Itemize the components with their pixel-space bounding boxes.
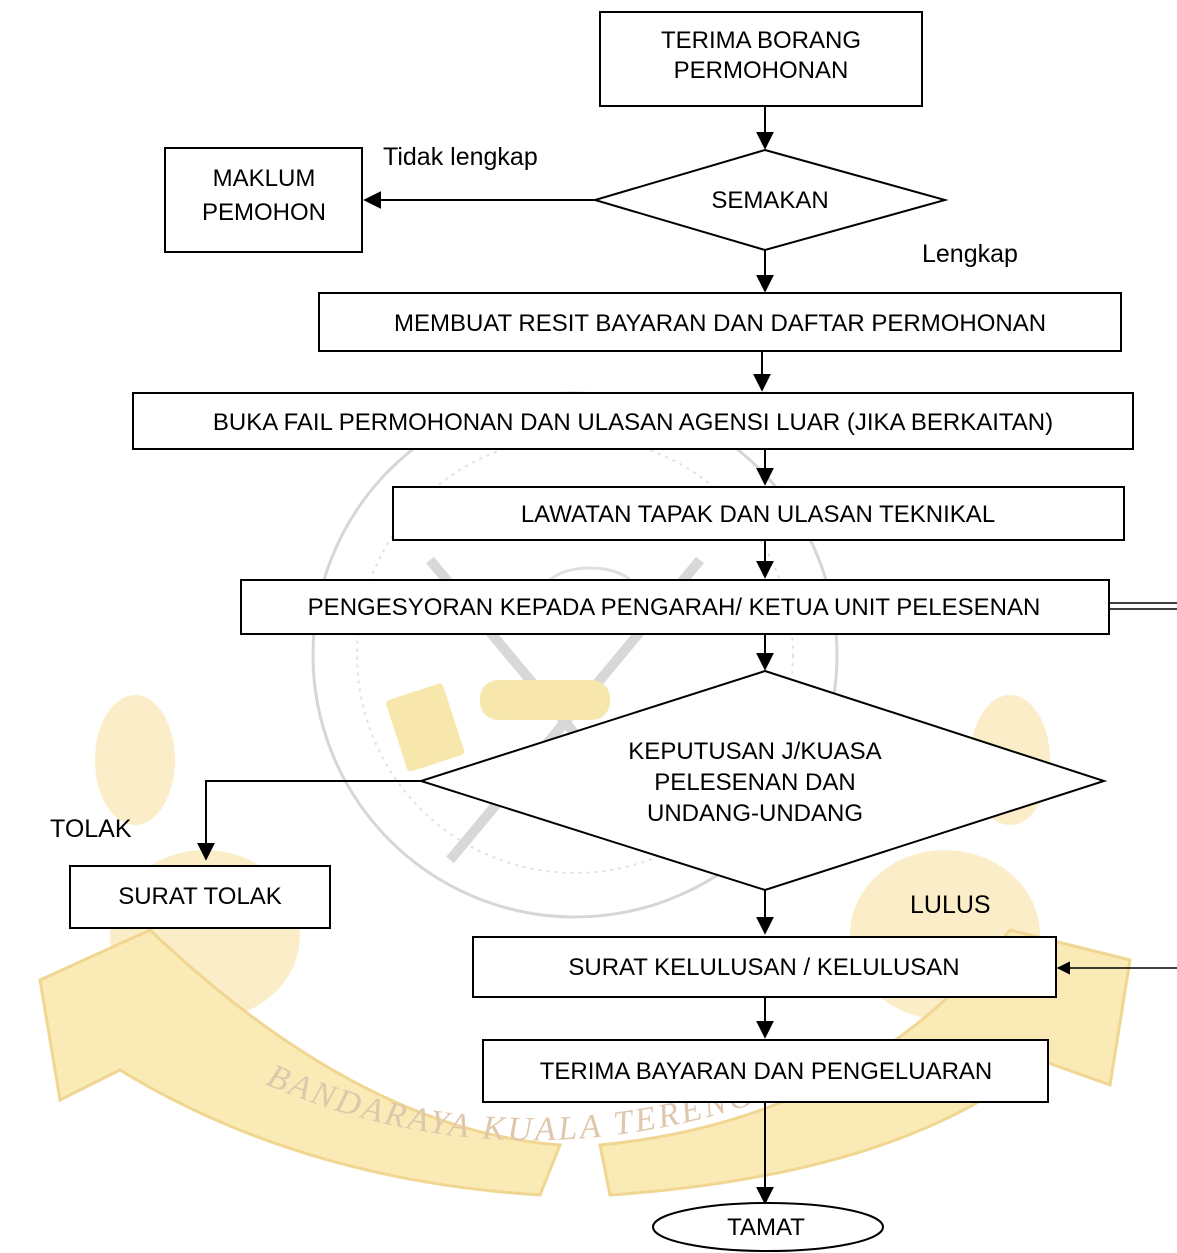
node-maklum-pemohon-label-2: PEMOHON xyxy=(202,199,326,226)
node-terima-borang xyxy=(599,11,923,107)
node-lawatan-tapak-label: LAWATAN TAPAK DAN ULASAN TEKNIKAL xyxy=(521,501,995,528)
node-buka-fail xyxy=(132,392,1134,450)
node-surat-kelulusan-label: SURAT KELULUSAN / KELULUSAN xyxy=(568,954,959,981)
node-terima-borang-label-1: TERIMA BORANG xyxy=(661,27,861,54)
edge-label-lengkap: Lengkap xyxy=(922,240,1018,268)
node-terima-bayaran xyxy=(482,1039,1049,1103)
node-pengesyoran xyxy=(240,579,1110,635)
node-semakan-label: SEMAKAN xyxy=(711,187,828,214)
node-maklum-pemohon-label-1: MAKLUM xyxy=(213,165,316,192)
watermark-lion-left xyxy=(95,695,175,825)
node-keputusan-label-1: KEPUTUSAN J/KUASA xyxy=(628,738,881,765)
node-lawatan-tapak xyxy=(392,486,1125,541)
node-pengesyoran-label: PENGESYORAN KEPADA PENGARAH/ KETUA UNIT … xyxy=(308,594,1041,621)
node-maklum-pemohon xyxy=(164,147,363,253)
watermark-book xyxy=(386,683,465,772)
node-buka-fail-label: BUKA FAIL PERMOHONAN DAN ULASAN AGENSI L… xyxy=(213,409,1053,436)
node-surat-tolak xyxy=(69,865,331,929)
watermark-ribbon-left xyxy=(38,928,563,1197)
arrow-tolak xyxy=(197,780,421,861)
node-surat-tolak-label: SURAT TOLAK xyxy=(118,883,282,910)
node-keputusan-label-3: UNDANG-UNDANG xyxy=(647,800,863,827)
node-tamat-label: TAMAT xyxy=(727,1214,805,1241)
node-surat-kelulusan xyxy=(472,936,1057,998)
node-membuat-resit xyxy=(318,292,1122,352)
watermark-scroll xyxy=(480,680,610,720)
node-terima-bayaran-label: TERIMA BAYARAN DAN PENGELUARAN xyxy=(540,1058,993,1085)
edge-label-lulus: LULUS xyxy=(910,891,991,919)
node-keputusan-label-2: PELESENAN DAN xyxy=(654,769,855,796)
node-terima-borang-label-2: PERMOHONAN xyxy=(674,57,849,84)
node-tamat xyxy=(652,1202,884,1252)
edge-label-tidak-lengkap: Tidak lengkap xyxy=(383,143,538,171)
edge-label-tolak: TOLAK xyxy=(50,815,132,843)
node-membuat-resit-label: MEMBUAT RESIT BAYARAN DAN DAFTAR PERMOHO… xyxy=(394,310,1046,337)
